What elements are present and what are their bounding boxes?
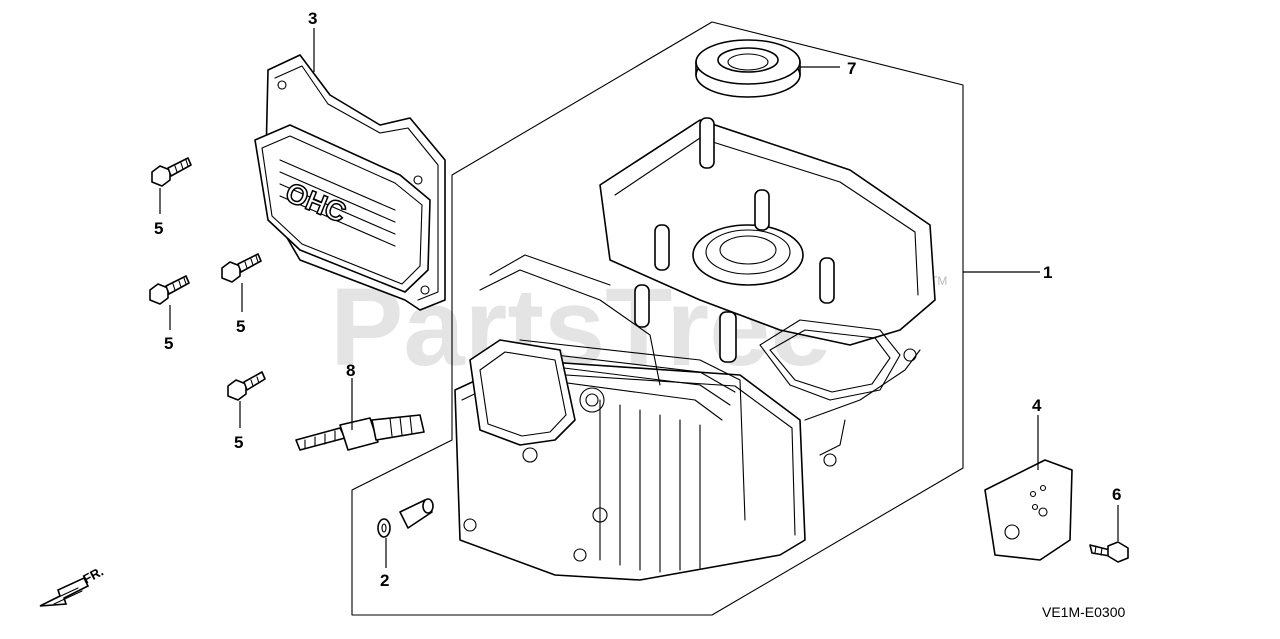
callout-5a: 5: [154, 219, 163, 238]
bolt-part-c[interactable]: [221, 253, 262, 283]
oil-seal-part[interactable]: [695, 39, 801, 98]
callout-3: 3: [308, 9, 317, 28]
spark-plug-part[interactable]: [295, 414, 425, 451]
front-direction-arrow: FR.: [39, 564, 106, 607]
assembly-outline: [351, 21, 964, 616]
callout-1: 1: [1043, 263, 1052, 282]
bolt-part-a[interactable]: [151, 157, 192, 187]
bolt-part-d[interactable]: [227, 371, 266, 401]
cylinder-block-part[interactable]: [454, 117, 936, 581]
callout-7: 7: [847, 59, 856, 78]
callout-4: 4: [1032, 396, 1042, 415]
callout-5d: 5: [234, 433, 243, 452]
dowel-pin-part[interactable]: [377, 498, 434, 538]
diagram-code: VE1M-E0300: [1042, 604, 1125, 620]
callout-8: 8: [346, 361, 355, 380]
head-cover-part[interactable]: OHC: [254, 54, 446, 311]
bolt-part-e[interactable]: [1089, 541, 1129, 563]
bolt-part-b[interactable]: [149, 275, 190, 305]
callout-5b: 5: [164, 334, 173, 353]
callout-2: 2: [380, 571, 389, 590]
callout-6: 6: [1112, 485, 1121, 504]
breather-plate-part[interactable]: [984, 459, 1073, 561]
callout-5c: 5: [236, 317, 245, 336]
